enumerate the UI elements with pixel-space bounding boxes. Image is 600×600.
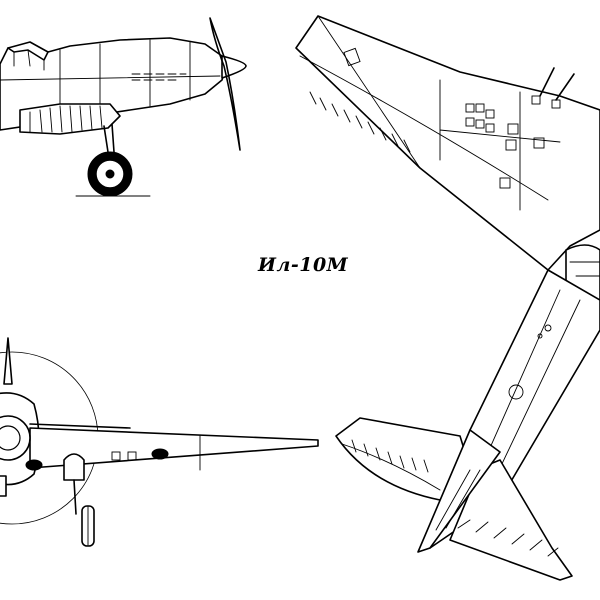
aircraft-front-view-icon	[0, 337, 319, 547]
aircraft-plan-view-icon	[295, 15, 600, 581]
aircraft-side-profile-icon	[0, 17, 247, 197]
drawing-title: Ил-10М	[258, 254, 349, 276]
